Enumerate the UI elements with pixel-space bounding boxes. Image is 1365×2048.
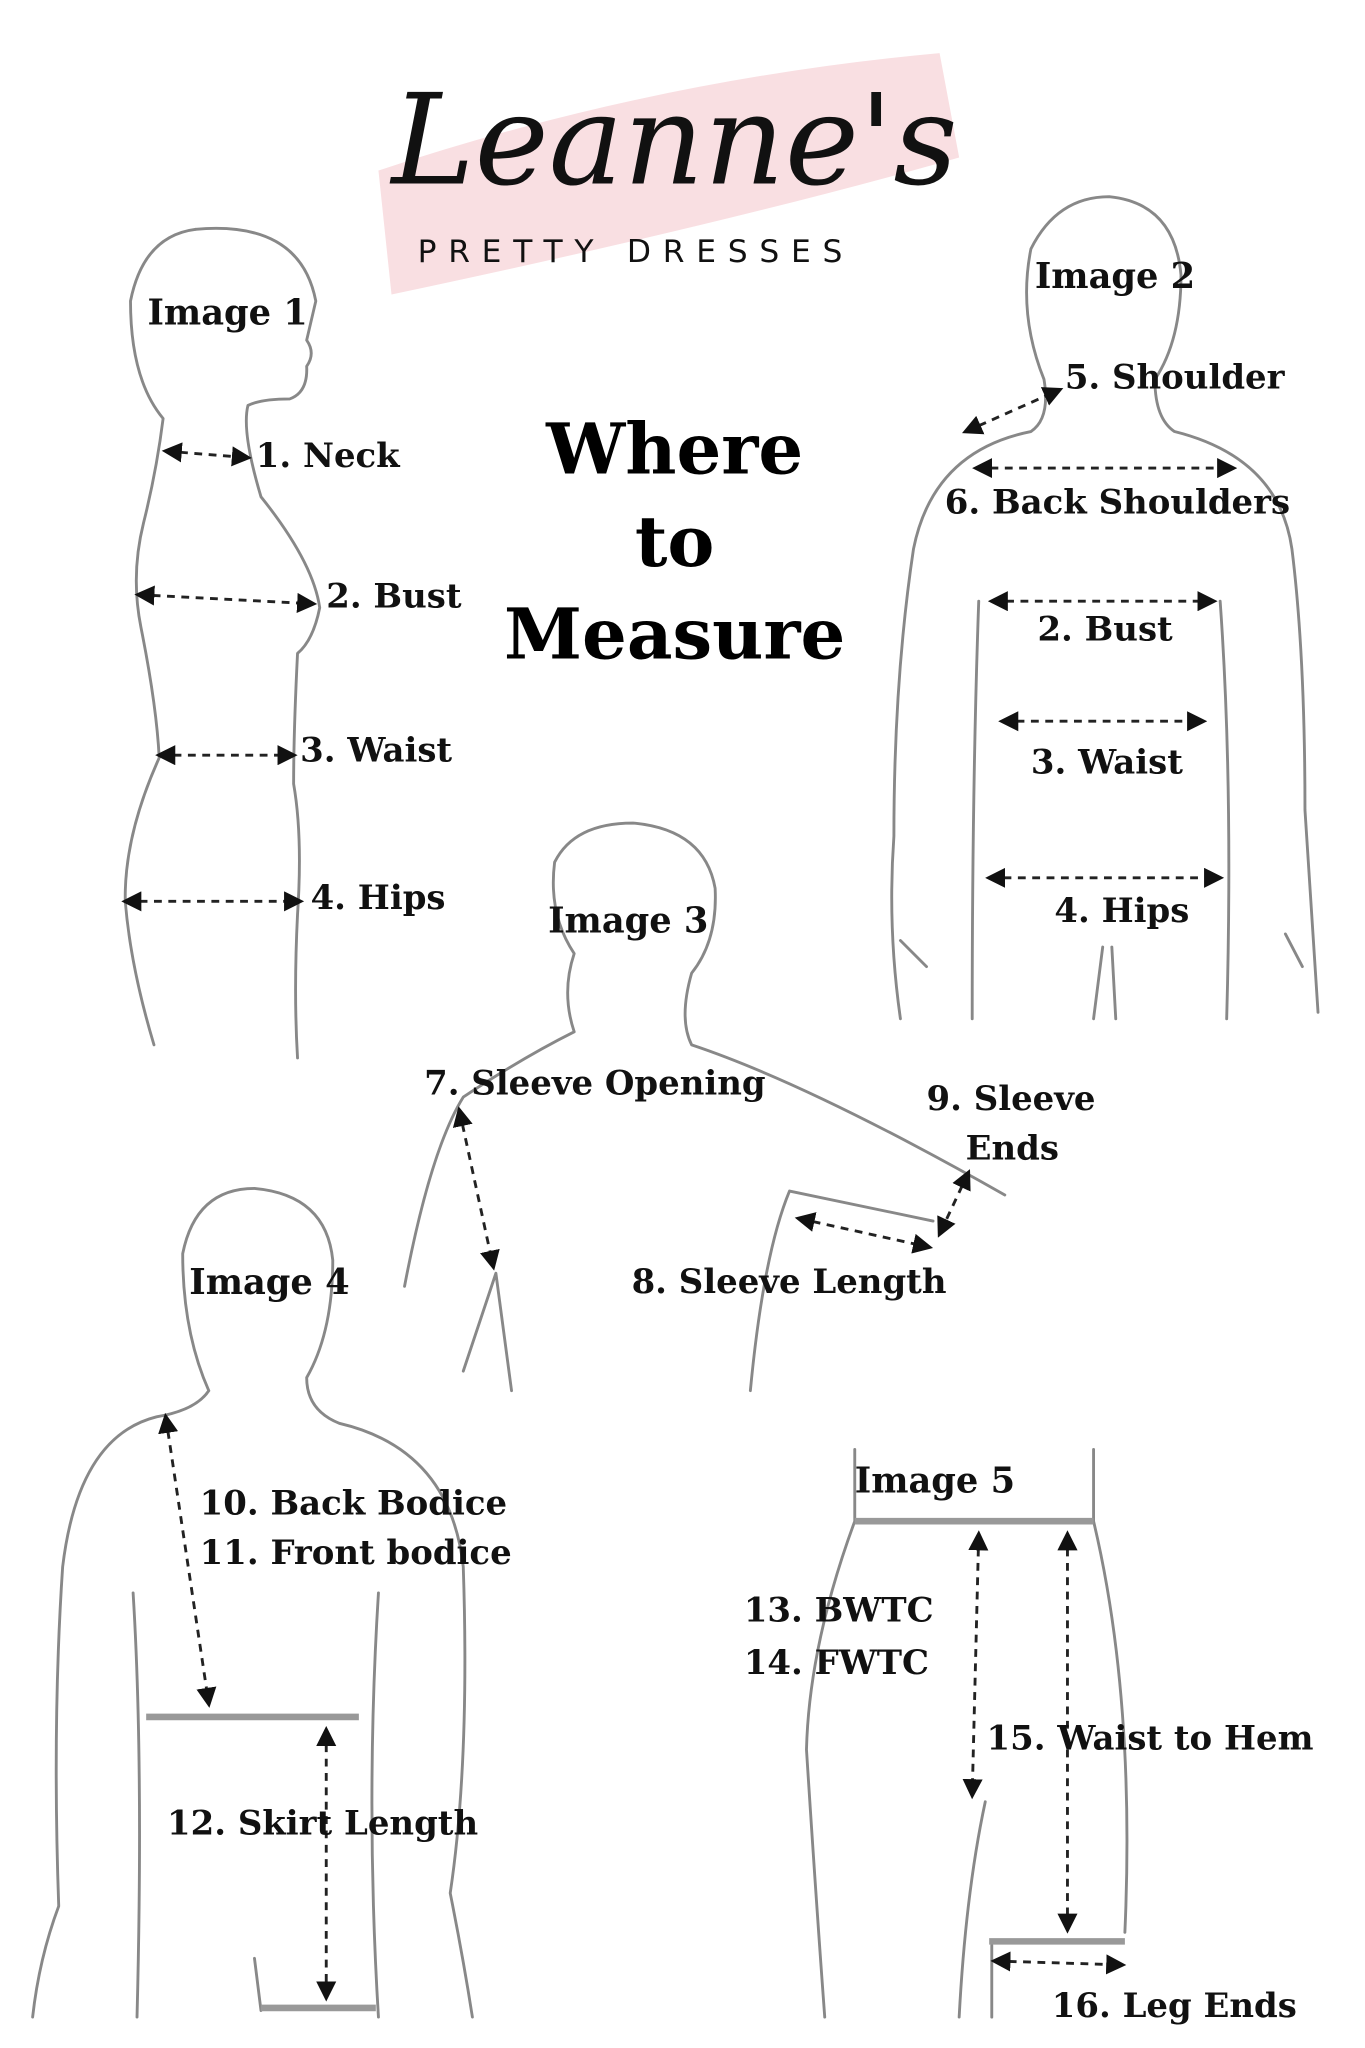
label-leg-ends: 16. Leg Ends <box>1052 1985 1297 2025</box>
logo-tagline: PRETTY DRESSES <box>418 234 855 270</box>
label-sleeve-ends-line-2: Ends <box>966 1128 1059 1168</box>
label-hips-2: 4. Hips <box>1054 890 1189 930</box>
image-5-label: Image 5 <box>855 1460 1015 1501</box>
figure-image-5: Image 5 13. BWTC 14. FWTC 15. Waist to H… <box>744 1447 1314 2025</box>
brand-logo: Leanne's PRETTY DRESSES <box>378 53 960 295</box>
label-skirt-length: 12. Skirt Length <box>167 1802 478 1842</box>
page-title: Where to Measure <box>504 407 845 675</box>
label-neck: 1. Neck <box>256 435 401 475</box>
image-1-label: Image 1 <box>147 293 307 334</box>
label-fwtc: 14. FWTC <box>744 1642 929 1682</box>
title-line-3: Measure <box>504 593 845 676</box>
label-hips: 4. Hips <box>311 877 446 917</box>
title-line-1: Where <box>545 407 803 490</box>
figure-image-4: Image 4 10. Back Bodice 11. Front bodice… <box>31 1186 512 2019</box>
label-bust: 2. Bust <box>326 576 462 616</box>
label-bust-2: 2. Bust <box>1037 608 1173 648</box>
label-waist-to-hem: 15. Waist to Hem <box>987 1718 1314 1758</box>
logo-script-name: Leanne's <box>389 68 957 214</box>
label-shoulder: 5. Shoulder <box>1065 356 1286 396</box>
label-back-bodice: 10. Back Bodice <box>200 1483 507 1523</box>
image-4-label: Image 4 <box>189 1262 349 1303</box>
label-front-bodice: 11. Front bodice <box>200 1532 512 1572</box>
label-sleeve-ends-line-1: 9. Sleeve <box>927 1078 1096 1118</box>
label-sleeve-opening: 7. Sleeve Opening <box>424 1062 766 1102</box>
figure-image-2: Image 2 5. Shoulder 6. Back Shoulders 2.… <box>890 195 1320 1021</box>
figure-image-1: Image 1 1. Neck 2. Bust 3. Waist 4. Hips <box>121 226 462 1060</box>
label-sleeve-length: 8. Sleeve Length <box>632 1261 947 1301</box>
label-back-shoulders: 6. Back Shoulders <box>945 482 1290 522</box>
figure-image-3: Image 3 7. Sleeve Opening 9. Sleeve Ends… <box>403 821 1096 1393</box>
image-3-label: Image 3 <box>548 901 708 942</box>
label-waist-2: 3. Waist <box>1031 741 1183 781</box>
pink-brush-stroke <box>378 53 960 295</box>
label-waist: 3. Waist <box>300 730 452 770</box>
title-line-2: to <box>635 500 715 583</box>
image-2-label: Image 2 <box>1035 256 1195 297</box>
label-bwtc: 13. BWTC <box>744 1590 934 1630</box>
